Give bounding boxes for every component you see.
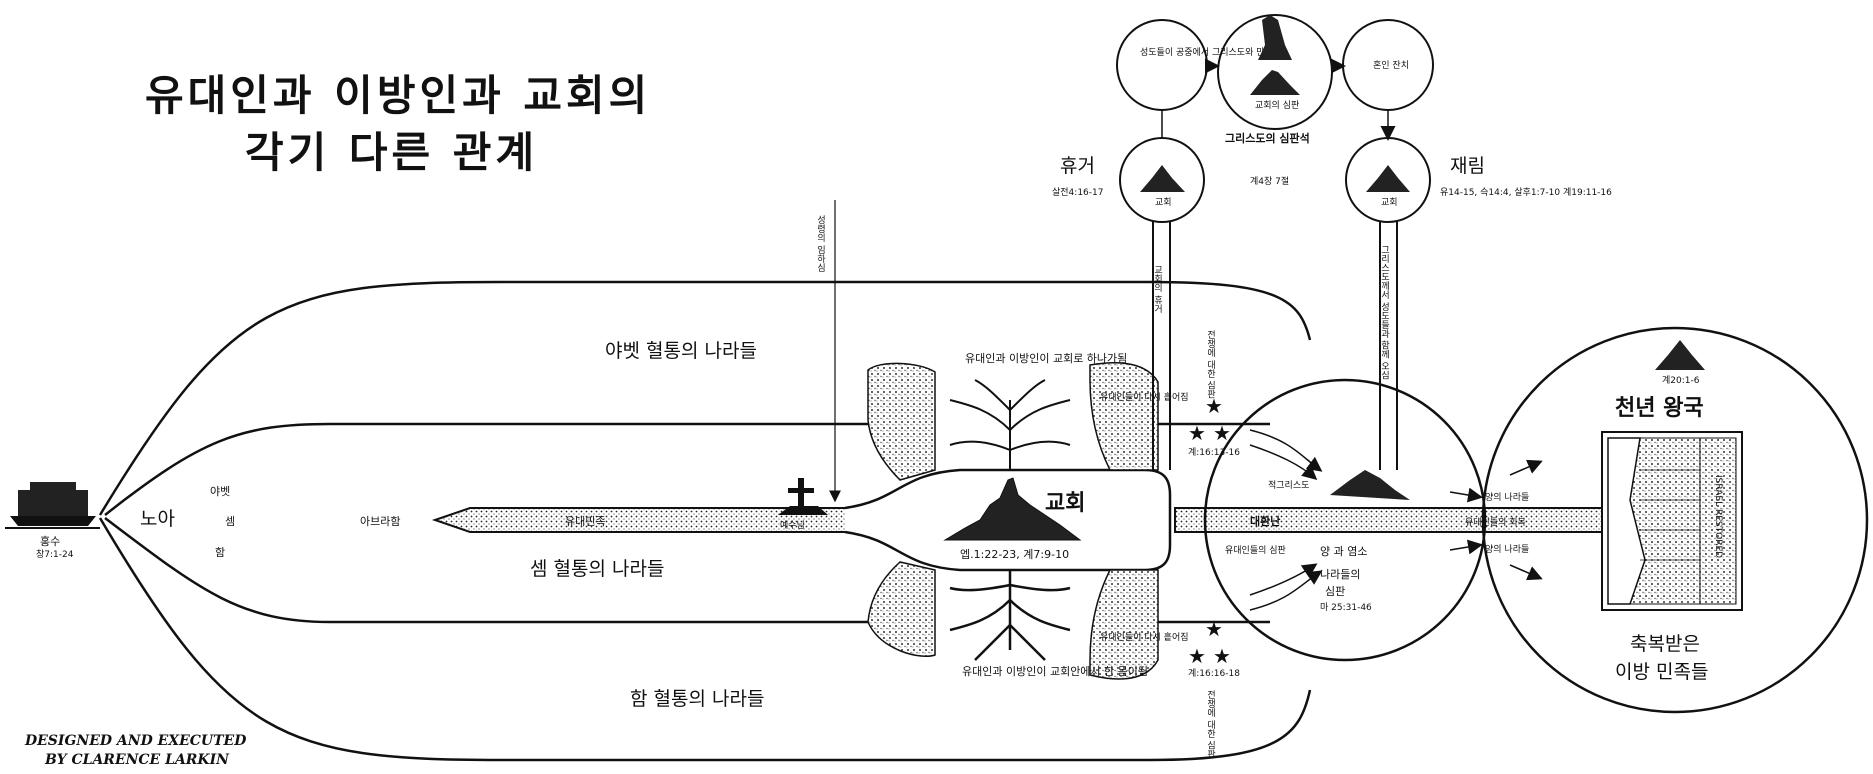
stars-ref-top: 계:16:13-16 (1188, 446, 1240, 458)
rapture-label: 휴거 (1060, 155, 1095, 177)
signature-line-1: DESIGNED AND EXECUTED (24, 733, 247, 749)
stars-ref-bottom: 계:16:16-18 (1188, 667, 1240, 679)
union-lobe-top (867, 362, 936, 481)
revelation-mountain (1366, 165, 1410, 192)
sheep-goat-l1: 양 과 염소 (1320, 545, 1367, 558)
millennium-footer-2: 이방 민족들 (1615, 661, 1708, 683)
scatter-bottom-label: 유대인들이 다시 흩어짐 (1100, 631, 1189, 643)
flood-ref: 창7:1-24 (36, 549, 74, 560)
map-side-label: ISRAEL RESTORED (1713, 475, 1723, 558)
svg-text:★: ★ (1213, 421, 1231, 445)
rapture-ref: 살전4:16-17 (1052, 187, 1103, 198)
signature-line-2: BY CLARENCE LARKIN (44, 752, 230, 768)
sheep-goat-l3: 심판 (1325, 585, 1345, 598)
antichrist-label: 적그리스도 (1268, 479, 1309, 491)
jews-remnant-label: 유대인들의 심판 (1225, 545, 1286, 556)
church-mountain (943, 477, 1082, 541)
judgment-small-1: 성도들이 공중에서 그리스도와 만남 (1140, 46, 1273, 58)
abraham-label: 아브라함 (360, 515, 400, 528)
judgment-small-2: 교회의 심판 (1255, 100, 1299, 111)
cross-label: 예수님 (780, 520, 805, 531)
outer-lines (98, 280, 1312, 762)
millennium-mountain (1655, 340, 1705, 370)
title-line-2: 각기 다른 관계 (245, 128, 538, 177)
stars-bottom: ★ ★ ★ (1188, 617, 1231, 668)
jews-band-label: 유대민족 (565, 515, 605, 528)
judgment-small-3: 혼인 잔치 (1373, 59, 1409, 71)
millennium-circle (1481, 326, 1869, 714)
svg-text:★: ★ (1188, 644, 1206, 668)
millennium-title: 천년 왕국 (1615, 396, 1704, 421)
side-bottom-label: 전쟁에 대한 심판 (1205, 690, 1215, 759)
union-lobe-bottom (867, 561, 936, 657)
judgment-seat-label: 그리스도의 심판석 (1225, 131, 1310, 145)
tribulation-mountain (1330, 470, 1410, 500)
sheep-nations-bottom: 양의 나라들 (1485, 544, 1529, 555)
judgment-ref: 계4장 7절 (1250, 175, 1289, 187)
union-lobe-top-right (1089, 361, 1159, 471)
church-ref: 엡.1:22-23, 계7:9-10 (960, 548, 1069, 561)
union-top-text: 유대인과 이방인이 교회로 하나가됨 (965, 351, 1127, 365)
flow-arrows (1249, 429, 1543, 611)
pentecost-label: 성령의 임하심 (815, 215, 825, 272)
union-tree-top (949, 379, 1071, 470)
tribulation-label: 대환난 (1250, 514, 1280, 528)
shem-nations: 셈 혈통의 나라들 (530, 558, 664, 580)
regather-label: 유대인들의 회복 (1465, 517, 1526, 528)
union-tree-bottom (949, 570, 1071, 661)
judgment-mountain (1250, 70, 1300, 95)
ark-icon (5, 482, 100, 529)
son-japheth: 야벳 (210, 485, 230, 498)
title-line-1: 유대인과 이방인과 교회의 (145, 71, 651, 120)
revelation-label: 재림 (1450, 155, 1485, 177)
cross-icon (778, 478, 828, 515)
stars-top: ★ ★ ★ (1188, 394, 1231, 445)
christ-figure (1258, 15, 1292, 60)
sheep-nations-top: 양의 나라들 (1485, 492, 1529, 503)
son-shem: 셈 (225, 515, 235, 528)
rapture-path-label: 교회의 휴거 (1152, 265, 1162, 314)
ham-nations: 함 혈통의 나라들 (630, 688, 764, 710)
flood-label: 홍수 (40, 534, 60, 548)
svg-text:★: ★ (1205, 617, 1223, 641)
svg-text:★: ★ (1205, 394, 1223, 418)
noah-label: 노아 (140, 508, 175, 530)
revelation-ref: 유14-15, 슥14:4, 살후1:7-10 계19:11-16 (1440, 186, 1612, 198)
svg-text:★: ★ (1188, 421, 1206, 445)
rapture-mountain (1140, 165, 1185, 192)
rapture-small: 교회 (1155, 197, 1172, 208)
revelation-small: 교회 (1381, 197, 1398, 208)
sheep-goat-ref: 마 25:31-46 (1320, 602, 1372, 613)
japheth-nations: 야벳 혈통의 나라들 (605, 340, 757, 362)
rapture-column (1152, 220, 1398, 470)
union-bottom-text: 유대인과 이방인이 교회안에서 한 몸이됨 (962, 665, 1148, 678)
millennium-ref: 계20:1-6 (1662, 374, 1700, 386)
millennium-footer-1: 축복받은 (1630, 633, 1700, 655)
church-label: 교회 (1045, 491, 1085, 516)
israel-map: ISRAEL RESTORED (1601, 431, 1743, 611)
svg-text:★: ★ (1213, 644, 1231, 668)
son-ham: 함 (215, 546, 225, 559)
jewish-band-tribulation (1174, 507, 1611, 533)
union-lobe-bottom-right (1089, 569, 1159, 680)
scatter-top-label: 유대인들이 다시 흩어짐 (1100, 391, 1189, 403)
revelation-path-label: 그리스도께서 성도들과 함께 오심 (1379, 245, 1389, 380)
sheep-goat-l2: 나라들의 (1320, 568, 1360, 581)
side-top-label: 전쟁에 대한 심판 (1205, 330, 1215, 399)
tribulation-circle (1203, 378, 1487, 662)
